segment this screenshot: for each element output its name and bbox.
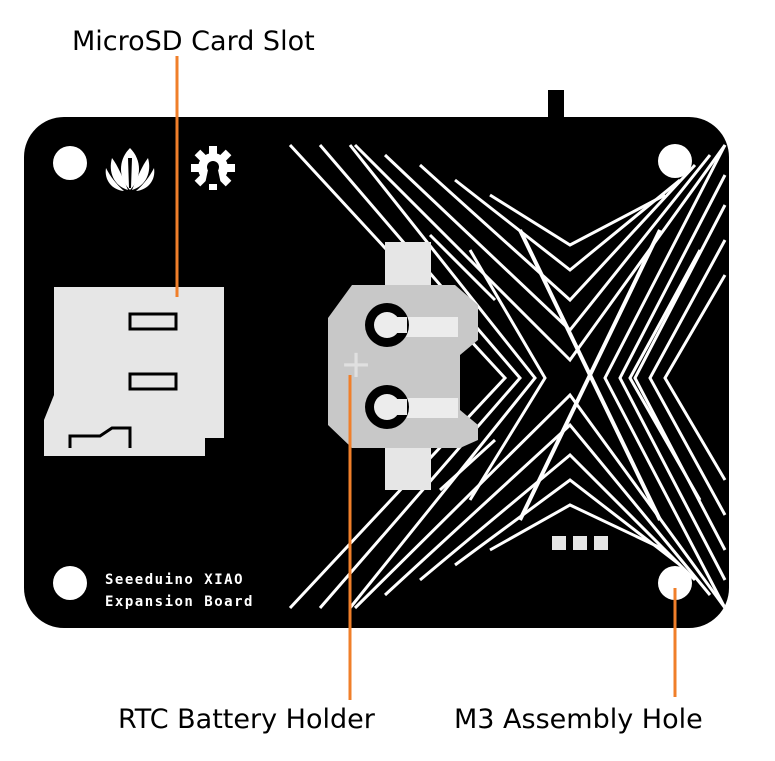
microsd-card-slot <box>44 287 224 456</box>
label-microsd-card-slot: MicroSD Card Slot <box>72 26 315 57</box>
lotus-logo-icon <box>105 148 155 191</box>
connector-pin <box>548 90 564 124</box>
mounting-hole-top-right <box>658 144 692 178</box>
board-name-line-2: Expansion Board <box>105 594 254 610</box>
rtc-battery-holder: + <box>328 242 478 490</box>
board-name-line-1: Seeeduino XIAO <box>105 572 244 588</box>
mounting-hole-top-left <box>53 146 87 180</box>
gear-icon <box>191 146 235 190</box>
label-rtc-battery-holder: RTC Battery Holder <box>118 704 376 735</box>
m3-assembly-hole <box>658 566 692 600</box>
label-m3-assembly-hole: M3 Assembly Hole <box>454 704 703 735</box>
mounting-hole-bottom-left <box>53 566 87 600</box>
x-pattern-graphic <box>288 143 727 610</box>
smd-pads <box>552 536 608 550</box>
leader-lines <box>175 56 677 700</box>
battery-plus-sign: + <box>340 342 372 386</box>
